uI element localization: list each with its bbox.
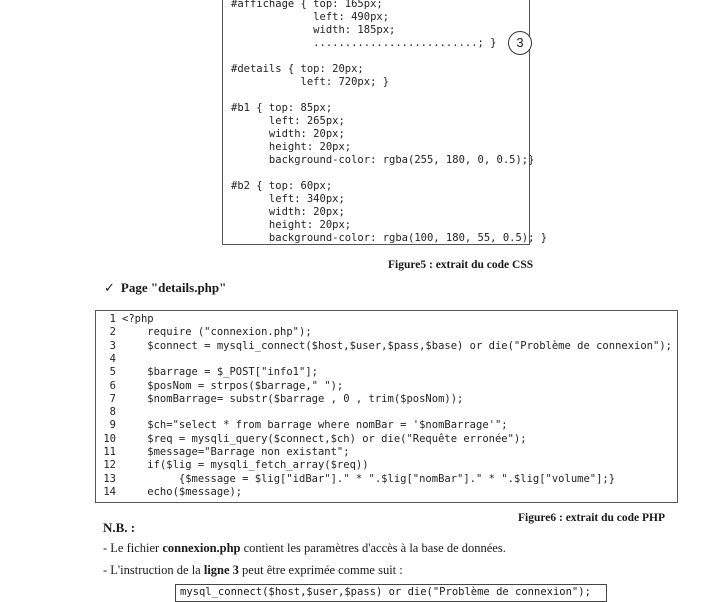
code-text: $barrage = $_POST["info1"]; [122, 366, 318, 379]
code-line: 13 {$message = $lig["idBar"]." * ".$lig[… [96, 473, 615, 486]
code-line: 7 $nomBarrage= substr($barrage , 0 , tri… [96, 392, 464, 406]
code-line: 10 $req = mysqli_query($connect,$ch) or … [96, 432, 527, 446]
note-2-suffix: peut être exprimée comme suit : [238, 563, 403, 577]
css-code-line: height: 20px; [231, 219, 352, 231]
note-1-bold: connexion.php [162, 541, 241, 555]
line-number: 3 [109, 339, 116, 352]
line-number: 1 [109, 313, 116, 325]
code-line: 9 $ch="select * from barrage where nomBa… [96, 419, 508, 432]
css-code-line: width: 20px; [231, 206, 345, 218]
code-text: $posNom = strpos($barrage," "); [122, 379, 344, 392]
line-number: 9 [109, 419, 116, 432]
css-code-line: left: 340px; [231, 193, 345, 205]
code-line: 1 <?php [96, 313, 154, 326]
code-text: $ch="select * from barrage where nomBar … [122, 419, 508, 432]
note-2-prefix: - L'instruction de la [103, 563, 204, 577]
css-code-line: width: 185px; [231, 24, 396, 36]
css-code-line: #b1 { top: 85px; [231, 102, 333, 114]
css-code-line: ..........................; } [231, 37, 497, 49]
line-number: 6 [109, 379, 116, 392]
note-1-suffix: contient les paramètres d'accès à la bas… [240, 541, 506, 555]
line-number: 5 [109, 366, 116, 379]
code-line: 14 echo($message); [96, 486, 242, 499]
code-line: 11 $message="Barrage non existant"; [96, 446, 350, 459]
note-2-bold: ligne 3 [203, 563, 239, 577]
css-code-line: width: 20px; [231, 128, 345, 140]
css-code-line: #b2 { top: 60px; [231, 180, 333, 192]
line-number: 2 [109, 326, 116, 339]
line-number: 14 [103, 485, 116, 498]
line-number: 10 [103, 432, 116, 445]
note-1-prefix: - Le fichier [103, 541, 163, 555]
figure5-caption: Figure5 : extrait du code CSS [388, 259, 534, 271]
code-text: require ("connexion.php"); [122, 326, 312, 339]
checkmark-icon: ✓ [104, 280, 115, 295]
code-text: $nomBarrage= substr($barrage , 0 , trim(… [122, 392, 464, 405]
code-text: if($lig = mysqli_fetch_array($req)) [122, 459, 369, 472]
code-text: $connect = mysqli_connect($host,$user,$p… [122, 339, 672, 352]
code-line: 8 [96, 406, 122, 419]
code-line: 4 [96, 353, 122, 366]
line-number: 4 [109, 352, 116, 365]
code-line: 5 $barrage = $_POST["info1"]; [96, 366, 318, 379]
figure6-caption: Figure6 : extrait du code PHP [518, 512, 666, 524]
css-code-line: background-color: rgba(255, 180, 0, 0.5)… [231, 154, 535, 166]
line-number: 12 [103, 459, 116, 472]
page-heading-text: Page "details.php" [120, 280, 227, 295]
nb-title: N.B. : [103, 520, 136, 535]
code-line: 2 require ("connexion.php"); [96, 326, 312, 339]
code-text: $message="Barrage non existant"; [122, 446, 350, 458]
css-code-line: left: 720px; } [231, 76, 390, 88]
code-line: 6 $posNom = strpos($barrage," "); [96, 379, 344, 393]
css-code-line: height: 20px; [231, 141, 352, 153]
code-text: {$message = $lig["idBar"]." * ".$lig["no… [122, 472, 616, 485]
alternative-code-box: mysql_connect($host,$user,$pass) or die(… [175, 584, 607, 602]
code-line: 3 $connect = mysqli_connect($host,$user,… [96, 340, 672, 353]
css-code-line: left: 265px; [231, 115, 345, 127]
note-line-2: - L'instruction de la ligne 3 peut être … [103, 563, 403, 578]
code-text: echo($message); [122, 485, 243, 498]
line-number: 13 [103, 472, 116, 485]
line-number: 7 [109, 392, 116, 405]
css-code-line: background-color: rgba(100, 180, 55, 0.5… [231, 232, 548, 244]
css-code-line: #affichage { top: 165px; [231, 0, 383, 10]
note-line-1: - Le fichier connexion.php contient les … [103, 541, 506, 556]
css-code-box [222, 0, 530, 245]
question-number-badge: 3 [508, 31, 532, 55]
css-code-line: #details { top: 20px; [231, 63, 364, 75]
line-number: 11 [103, 446, 116, 458]
code-text: <?php [122, 313, 154, 325]
page-heading: ✓ Page "details.php" [104, 280, 226, 296]
line-number: 8 [109, 406, 116, 419]
code-text: $req = mysqli_query($connect,$ch) or die… [122, 432, 527, 445]
css-code-line: left: 490px; [231, 11, 390, 23]
code-line: 12 if($lig = mysqli_fetch_array($req)) [96, 459, 369, 472]
